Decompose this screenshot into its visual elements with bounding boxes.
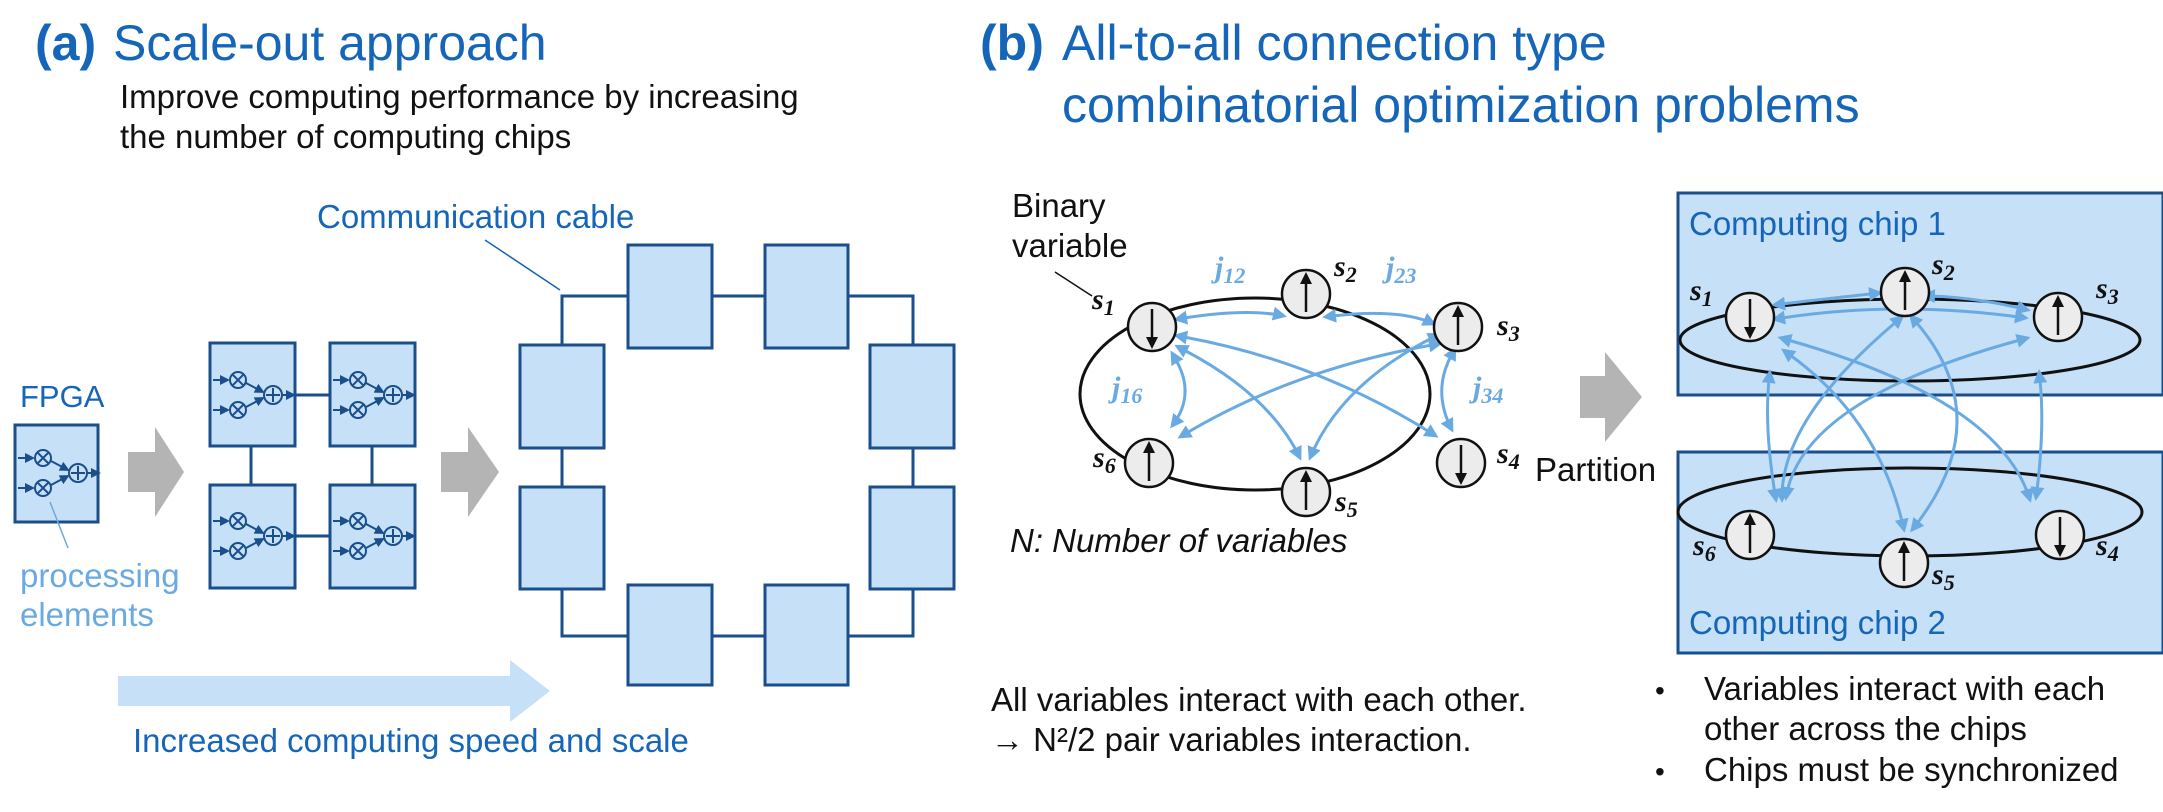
chip-2-label: Computing chip 2 [1689,604,1946,641]
ring-chip-left-2 [518,485,606,591]
j23-label: j23 [1382,251,1416,288]
pe-pointer-line [49,501,69,549]
s2-label: s2 [1333,250,1357,287]
chip-spin-s5 [1878,537,1930,589]
ring-chip-top-1 [626,243,714,350]
panel-b-title-2: combinatorial optimization problems [1062,77,1860,133]
binary-pointer-line [1054,271,1093,297]
gray-arrow-2 [441,427,499,517]
s6-label: s6 [1092,441,1116,478]
spin-s1 [1126,301,1178,353]
pe-label-1: processing [20,557,180,594]
panel-a: (a) Scale-out approach Improve computing… [13,15,956,759]
bullet-2-dot: • [1655,756,1665,787]
four-chip-cluster [208,341,417,590]
binary-variable-label-1: Binary [1012,187,1106,224]
panel-a-subtitle-1: Improve computing performance by increas… [120,78,799,115]
panel-b-title-1: All-to-all connection type [1062,15,1607,71]
speed-arrow [118,660,550,722]
ring-chip-bottom-2 [763,583,850,687]
coupling-arrows [1170,306,1457,461]
note-line-2: → N²/2 pair variables interaction. [991,721,1472,758]
ring-chip-left-1 [518,343,606,450]
panel-a-subtitle-2: the number of computing chips [120,118,571,155]
j16-label: j16 [1108,371,1142,408]
binary-variable-label-2: variable [1012,227,1128,264]
j12-label: j12 [1211,251,1245,288]
chip-1-label: Computing chip 1 [1689,205,1946,242]
chip-spin-s3 [2032,291,2084,343]
spin-s3 [1432,301,1484,353]
gray-arrow-1 [128,427,184,517]
bullet-1-dot: • [1655,675,1665,706]
ring-chip-bottom-1 [626,583,714,687]
cable-label: Communication cable [317,198,634,235]
chip-spin-s1 [1724,291,1776,343]
bullet-1-line-1: Variables interact with each [1704,670,2105,707]
s1-label: s1 [1091,283,1115,320]
spin-s6 [1123,437,1175,489]
fpga-label: FPGA [20,379,105,414]
cable-pointer-line [484,239,561,291]
s3-label: s3 [1496,309,1520,346]
spin-s5 [1280,466,1332,518]
chip-spin-s6 [1724,509,1776,561]
panel-b: (b) All-to-all connection type combinato… [980,15,2163,788]
speed-label: Increased computing speed and scale [133,722,689,759]
spin-s4 [1435,437,1487,489]
pe-label-2: elements [20,596,154,633]
ring-chip-network [518,243,956,687]
panel-a-tag: (a) [35,15,96,71]
chip-spin-s2 [1879,266,1931,318]
partition-label: Partition [1535,451,1656,488]
note-line-1: All variables interact with each other. [991,681,1527,718]
s4-label: s4 [1496,437,1520,474]
ring-chip-right-1 [868,343,956,450]
bullet-2-line: Chips must be synchronized [1704,751,2119,788]
panel-a-title: Scale-out approach [113,15,547,71]
spin-s2 [1280,268,1332,320]
n-variables-label: N: Number of variables [1010,522,1347,559]
chip-spin-s4 [2034,509,2086,561]
bullet-1-line-2: other across the chips [1704,710,2027,747]
partition-arrow [1580,352,1642,442]
j34-label: j34 [1469,371,1503,408]
cross-chip-arrows [1761,287,2048,533]
ring-chip-right-2 [868,485,956,591]
panel-b-tag: (b) [980,15,1044,71]
ring-chip-top-2 [763,243,850,350]
s5-label: s5 [1334,485,1358,522]
